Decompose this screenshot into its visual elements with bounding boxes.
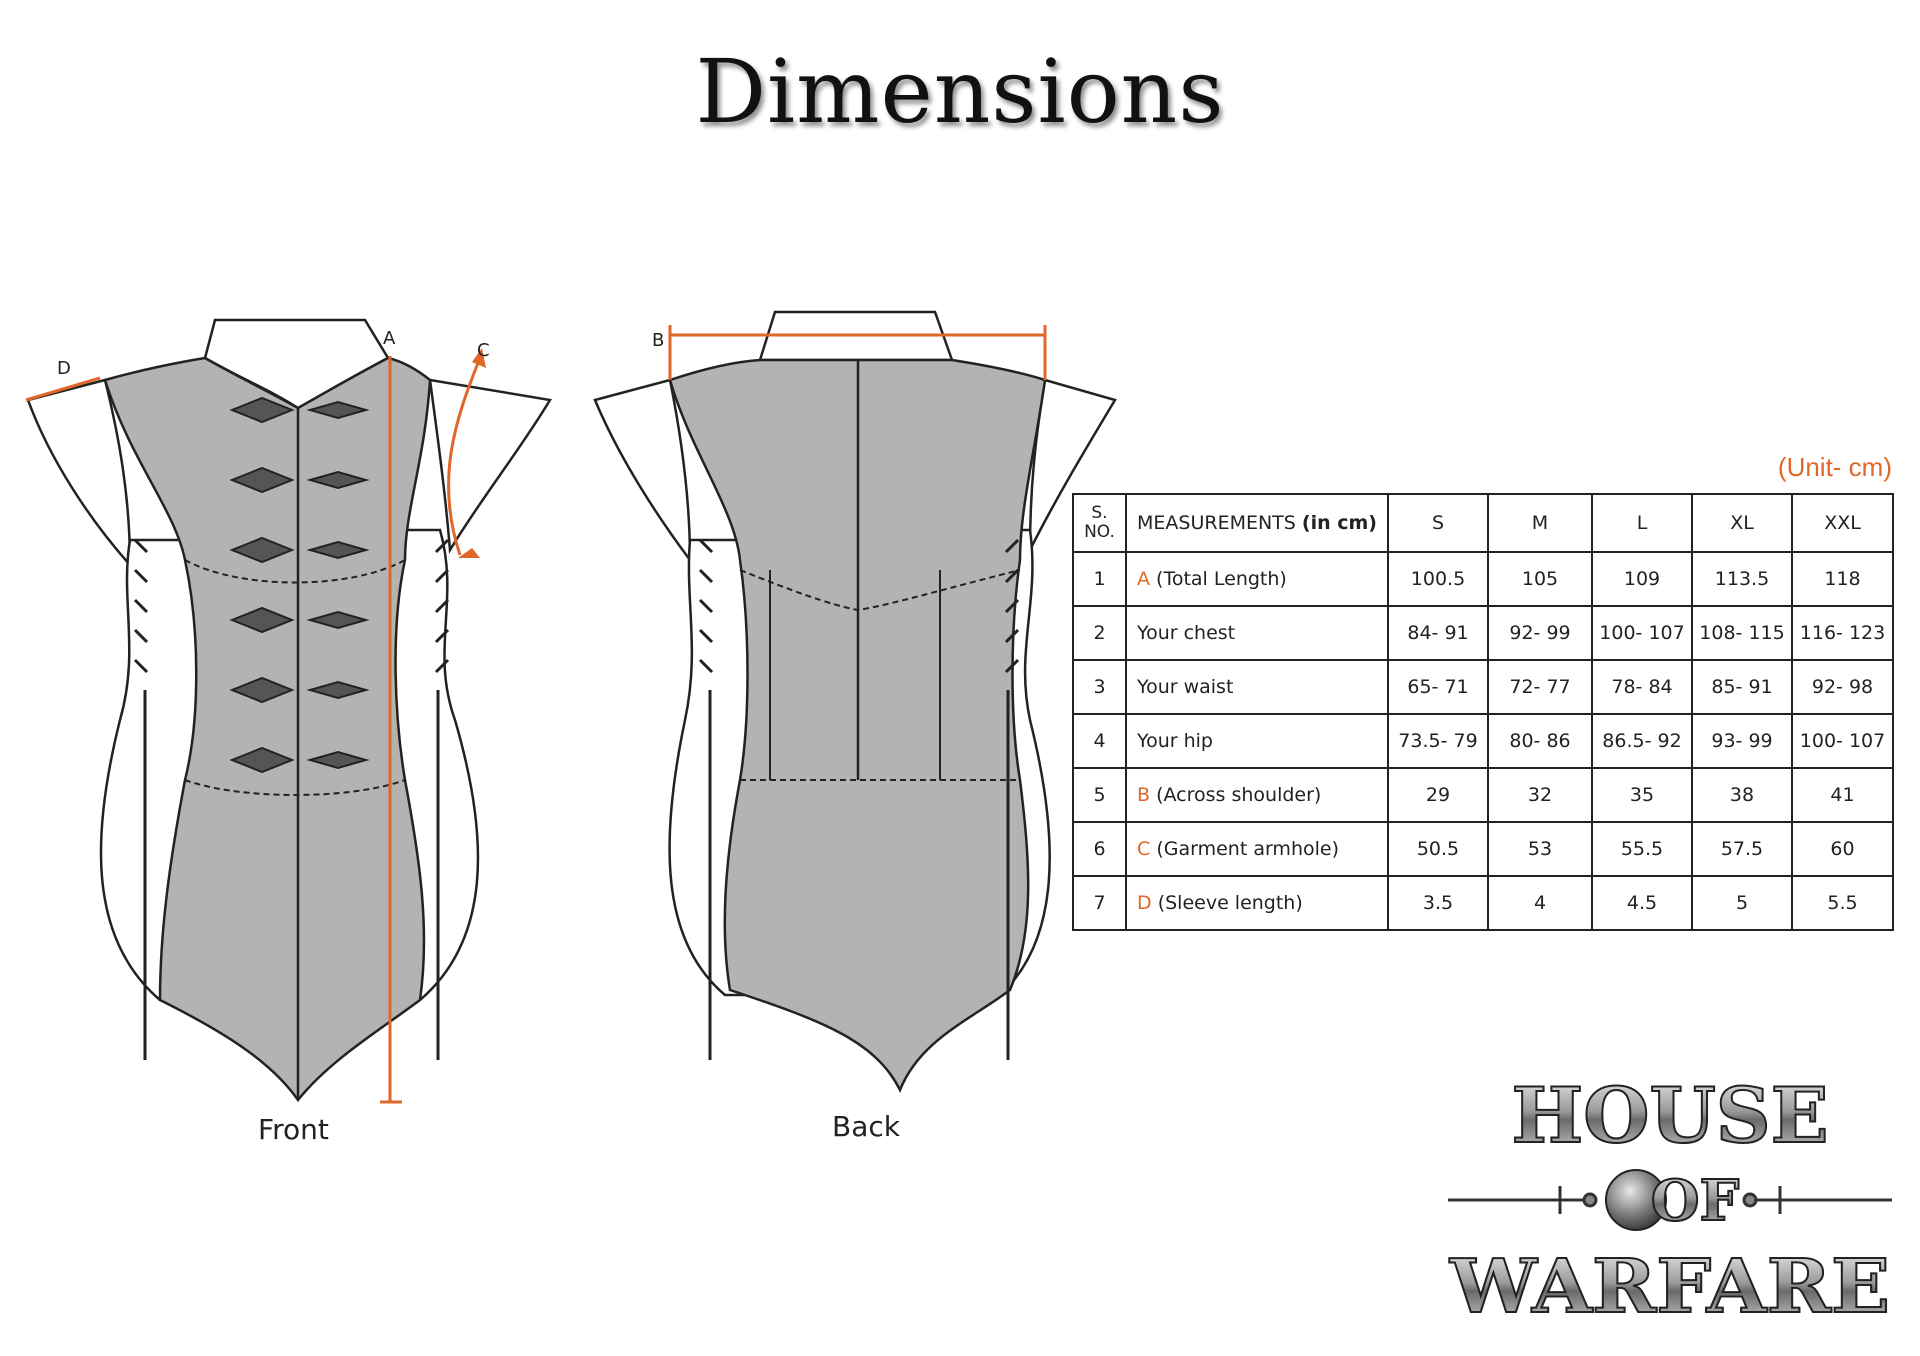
value-cell: 86.5- 92 <box>1591 713 1693 769</box>
front-toggle-clasps <box>229 396 370 774</box>
value-cell: 5.5 <box>1791 875 1894 931</box>
row-number: 5 <box>1072 767 1127 823</box>
value-cell: 85- 91 <box>1691 659 1793 715</box>
value-cell: 105 <box>1487 551 1593 607</box>
row-number: 3 <box>1072 659 1127 715</box>
table-row: 7 D (Sleeve length) 3.5 4 4.5 5 5.5 <box>1072 875 1894 931</box>
logo-line-of: OF <box>1651 1168 1740 1234</box>
table-row: 3 Your waist 65- 71 72- 77 78- 84 85- 91… <box>1072 659 1894 715</box>
back-garment-diagram <box>593 310 1117 1094</box>
marker-b-label: B <box>652 330 665 351</box>
row-number: 1 <box>1072 551 1127 607</box>
size-chart-table: S. NO. MEASUREMENTS (in cm) S M L XL XXL… <box>1072 493 1894 931</box>
value-cell: 32 <box>1487 767 1593 823</box>
unit-note: (Unit- cm) <box>1777 452 1892 482</box>
size-header-l: L <box>1591 493 1693 553</box>
table-header-row: S. NO. MEASUREMENTS (in cm) S M L XL XXL <box>1072 493 1894 553</box>
value-cell: 93- 99 <box>1691 713 1793 769</box>
page-title: Dimensions <box>695 40 1225 143</box>
value-cell: 92- 98 <box>1791 659 1894 715</box>
back-label: Back <box>832 1110 900 1143</box>
front-measure-a <box>380 356 402 1104</box>
value-cell: 109 <box>1591 551 1693 607</box>
value-cell: 29 <box>1387 767 1489 823</box>
measurement-label: C (Garment armhole) <box>1125 821 1389 877</box>
logo-swords <box>1448 1186 1892 1214</box>
value-cell: 50.5 <box>1387 821 1489 877</box>
row-number: 7 <box>1072 875 1127 931</box>
value-cell: 100.5 <box>1387 551 1489 607</box>
value-cell: 53 <box>1487 821 1593 877</box>
table-row: 6 C (Garment armhole) 50.5 53 55.5 57.5 … <box>1072 821 1894 877</box>
value-cell: 116- 123 <box>1791 605 1894 661</box>
size-header-xl: XL <box>1691 493 1793 553</box>
table-row: 1 A (Total Length) 100.5 105 109 113.5 1… <box>1072 551 1894 607</box>
value-cell: 80- 86 <box>1487 713 1593 769</box>
sno-header: S. NO. <box>1072 493 1127 553</box>
value-cell: 35 <box>1591 767 1693 823</box>
size-header-xxl: XXL <box>1791 493 1894 553</box>
value-cell: 100- 107 <box>1591 605 1693 661</box>
marker-a-label: A <box>383 328 396 349</box>
marker-c-label: C <box>477 340 490 361</box>
value-cell: 118 <box>1791 551 1894 607</box>
row-number: 6 <box>1072 821 1127 877</box>
front-garment-diagram <box>25 318 553 1104</box>
value-cell: 5 <box>1691 875 1793 931</box>
value-cell: 65- 71 <box>1387 659 1489 715</box>
marker-d-label: D <box>57 358 71 379</box>
value-cell: 100- 107 <box>1791 713 1894 769</box>
measurement-label: D (Sleeve length) <box>1125 875 1389 931</box>
front-measure-c <box>447 357 482 556</box>
front-measure-d <box>25 376 101 402</box>
value-cell: 4.5 <box>1591 875 1693 931</box>
measurement-label: Your waist <box>1125 659 1389 715</box>
logo-line-house: HOUSE <box>1511 1071 1828 1160</box>
value-cell: 3.5 <box>1387 875 1489 931</box>
value-cell: 57.5 <box>1691 821 1793 877</box>
value-cell: 72- 77 <box>1487 659 1593 715</box>
value-cell: 92- 99 <box>1487 605 1593 661</box>
measurement-label: Your hip <box>1125 713 1389 769</box>
front-label: Front <box>258 1113 329 1146</box>
measurement-label: A (Total Length) <box>1125 551 1389 607</box>
value-cell: 73.5- 79 <box>1387 713 1489 769</box>
logo-line-warfare: WARFARE <box>1449 1244 1890 1330</box>
row-number: 4 <box>1072 713 1127 769</box>
logo-shield-icon <box>1605 1169 1667 1231</box>
measurement-header: MEASUREMENTS (in cm) <box>1125 493 1389 553</box>
back-side-laces <box>698 538 1020 1060</box>
value-cell: 78- 84 <box>1591 659 1693 715</box>
front-right-sleeve <box>428 378 553 554</box>
back-left-sleeve <box>593 378 692 564</box>
value-cell: 113.5 <box>1691 551 1793 607</box>
front-side-laces <box>133 538 450 1060</box>
value-cell: 38 <box>1691 767 1793 823</box>
value-cell: 108- 115 <box>1691 605 1793 661</box>
table-row: 5 B (Across shoulder) 29 32 35 38 41 <box>1072 767 1894 823</box>
measurement-label: Your chest <box>1125 605 1389 661</box>
size-header-m: M <box>1487 493 1593 553</box>
table-row: 2 Your chest 84- 91 92- 99 100- 107 108-… <box>1072 605 1894 661</box>
value-cell: 84- 91 <box>1387 605 1489 661</box>
table-row: 4 Your hip 73.5- 79 80- 86 86.5- 92 93- … <box>1072 713 1894 769</box>
value-cell: 55.5 <box>1591 821 1693 877</box>
size-header-s: S <box>1387 493 1489 553</box>
back-measure-b <box>668 325 1047 380</box>
measurement-label: B (Across shoulder) <box>1125 767 1389 823</box>
front-body <box>103 356 432 1103</box>
value-cell: 41 <box>1791 767 1894 823</box>
value-cell: 60 <box>1791 821 1894 877</box>
value-cell: 4 <box>1487 875 1593 931</box>
row-number: 2 <box>1072 605 1127 661</box>
house-of-warfare-logo: HOUSE OF WARFARE <box>1448 1070 1892 1331</box>
